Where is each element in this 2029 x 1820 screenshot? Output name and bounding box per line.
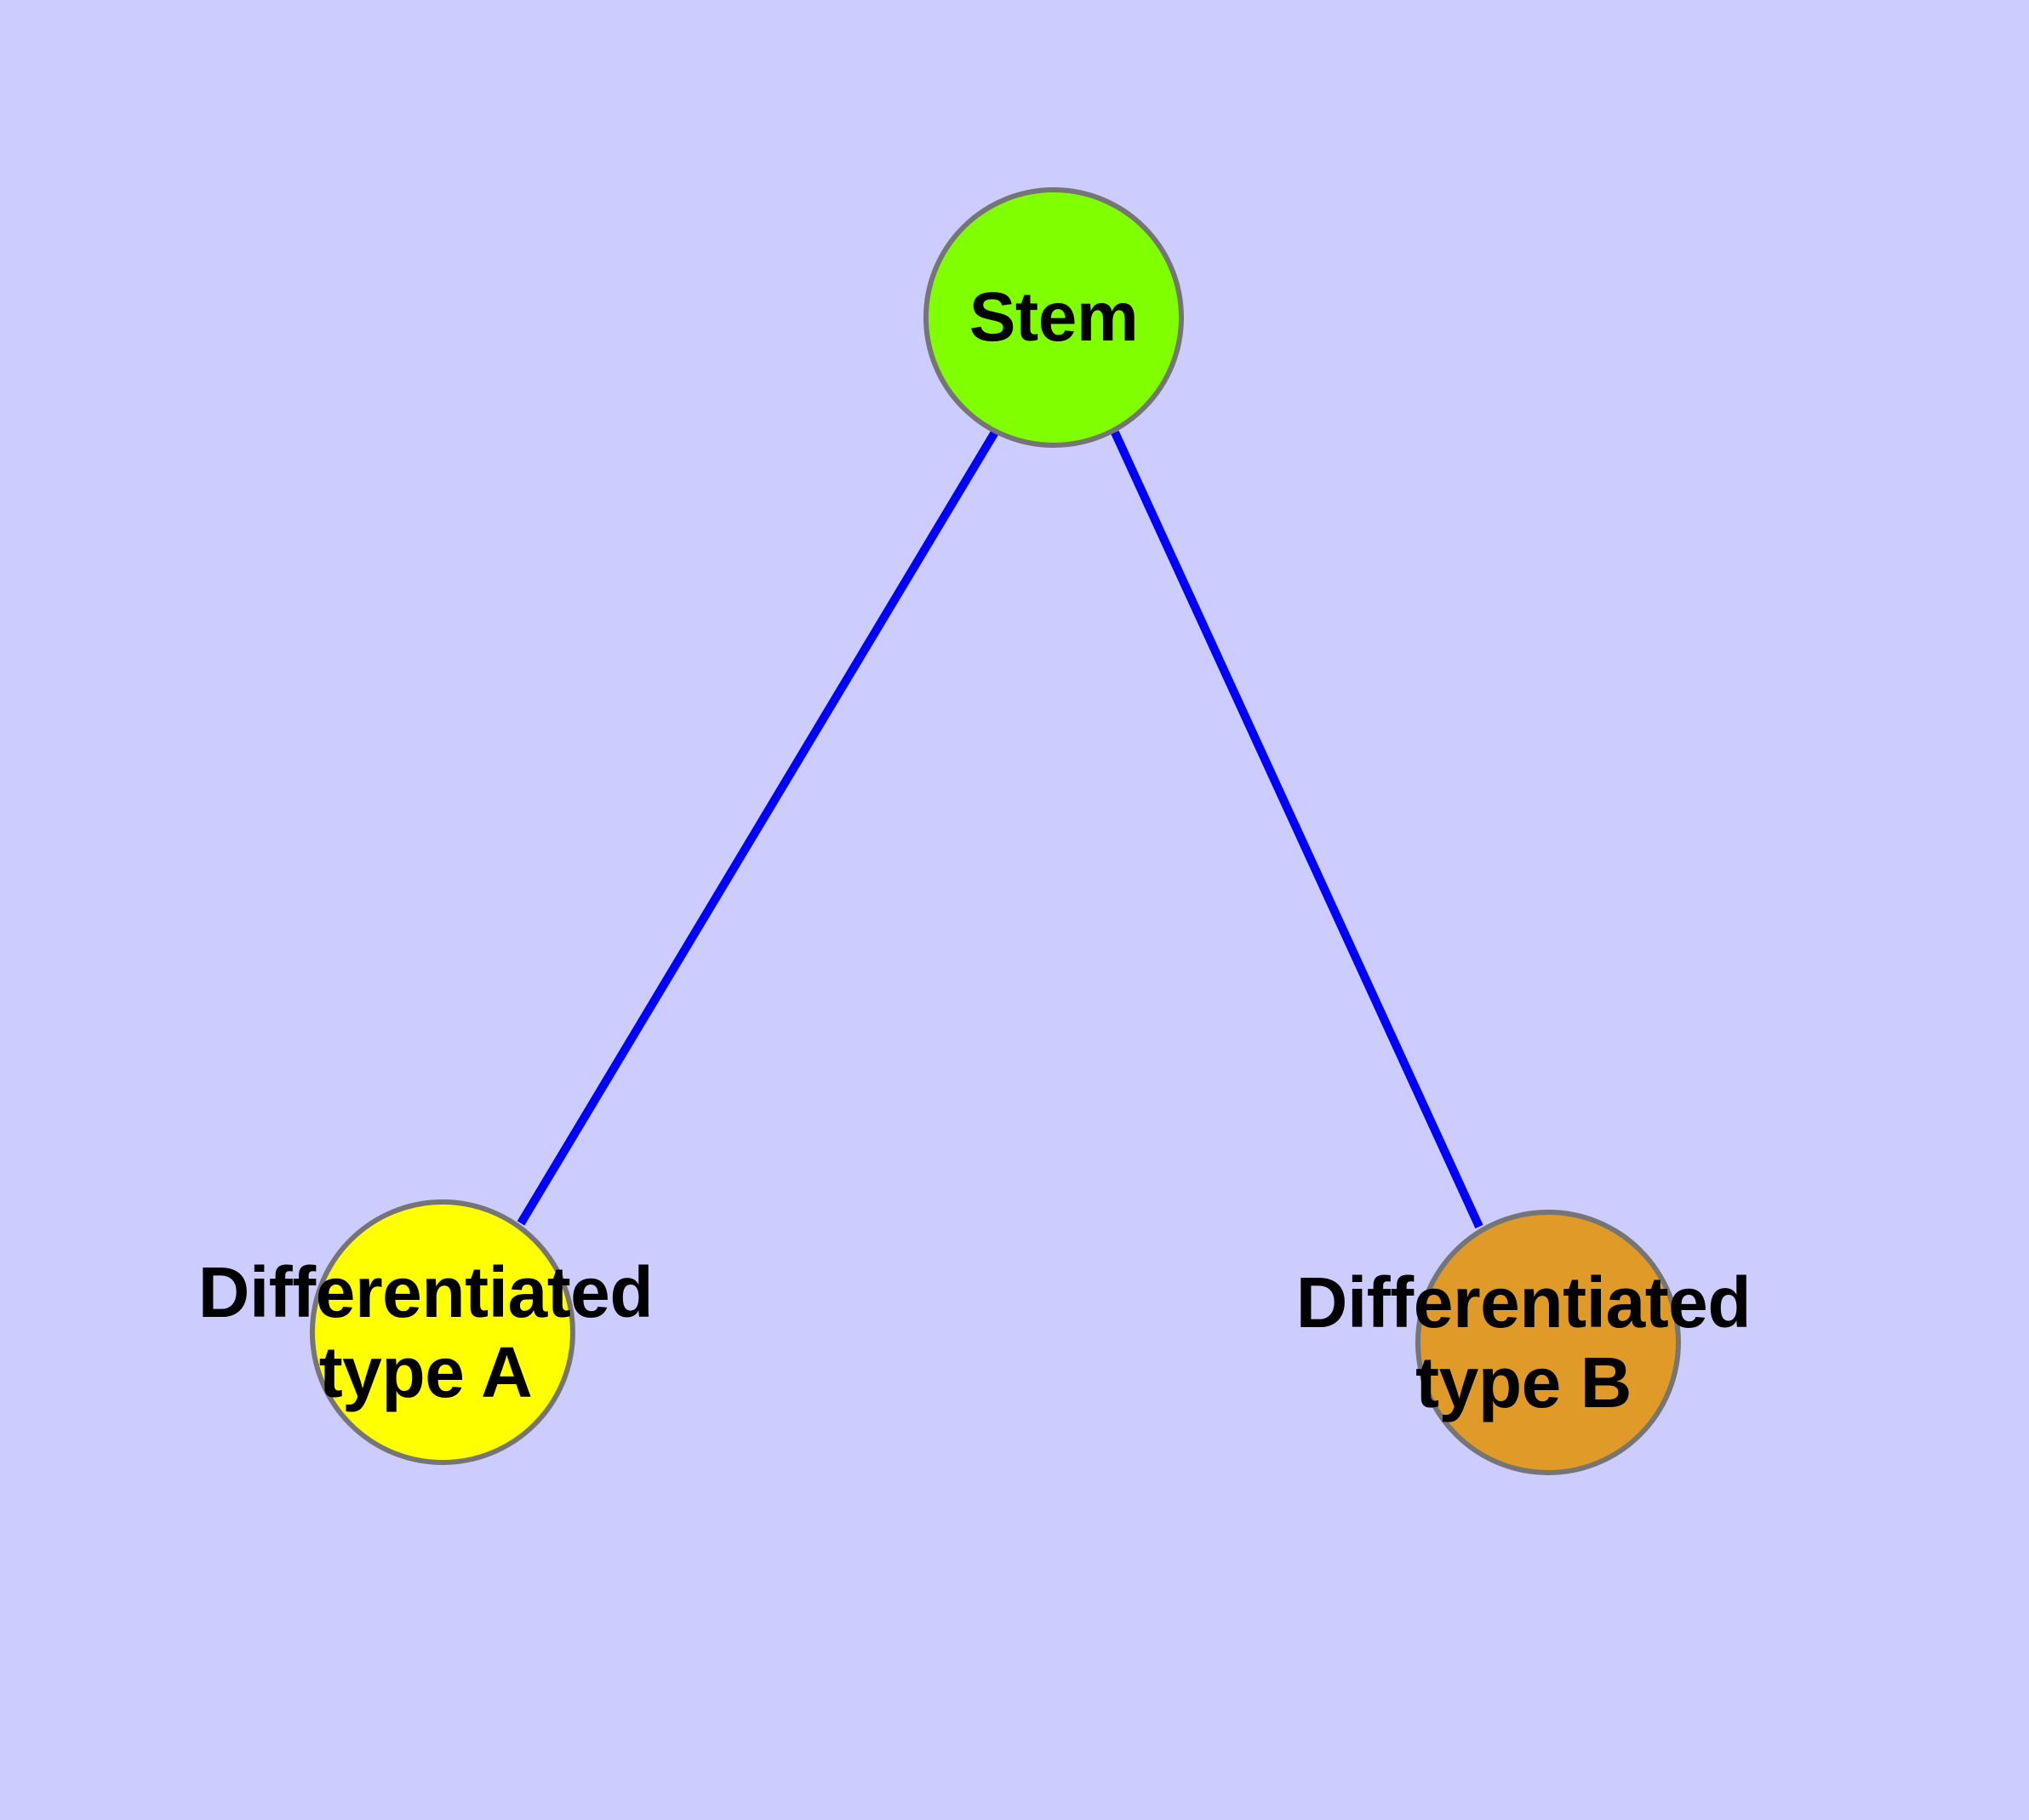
node-circle-stem[interactable] xyxy=(923,187,1184,448)
edges-group xyxy=(517,428,1483,1229)
edge-stem-diff-b[interactable] xyxy=(1111,430,1483,1229)
edge-stem-diff-a[interactable] xyxy=(517,428,1000,1226)
node-circle-diff-a[interactable] xyxy=(310,1199,575,1465)
nodes-group xyxy=(310,187,1681,1475)
node-circle-diff-b[interactable] xyxy=(1415,1210,1681,1475)
